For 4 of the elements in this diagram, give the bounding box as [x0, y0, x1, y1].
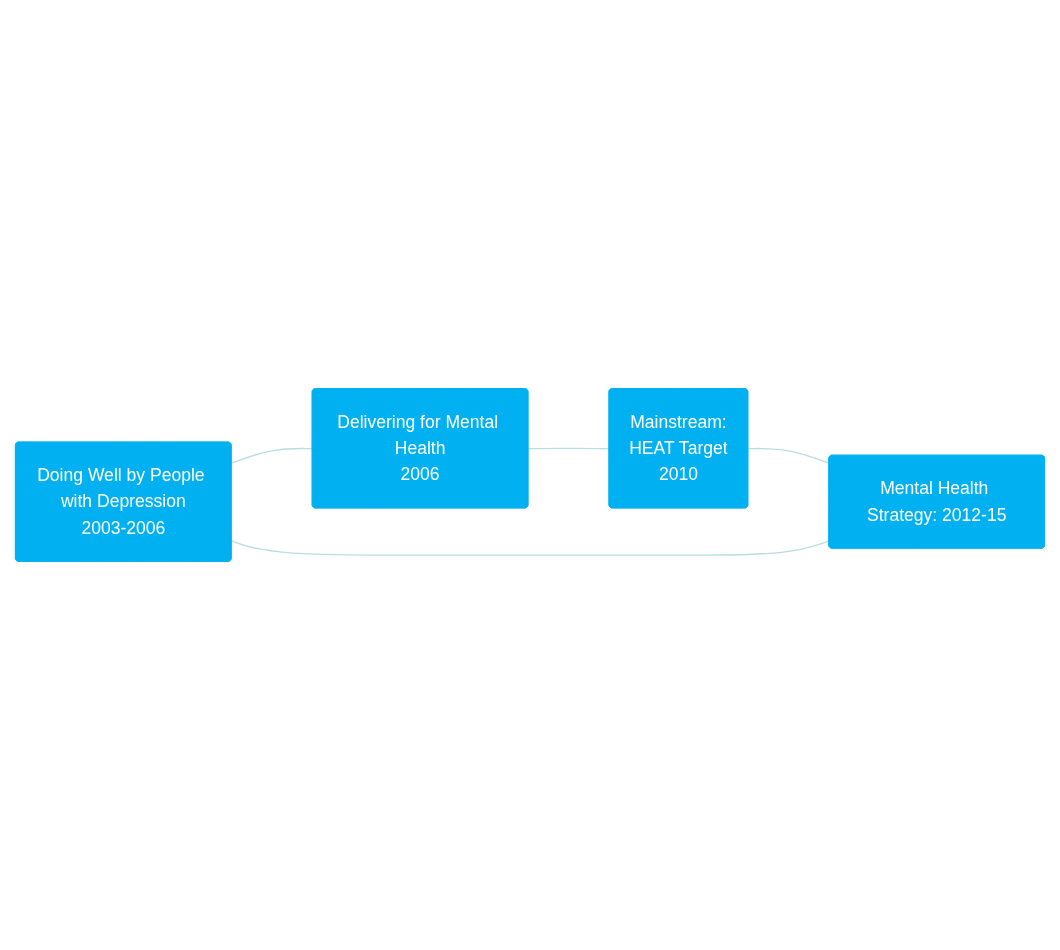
connector	[527, 447, 610, 450]
connector	[230, 540, 830, 556]
connector	[230, 447, 314, 464]
connector	[747, 447, 830, 464]
